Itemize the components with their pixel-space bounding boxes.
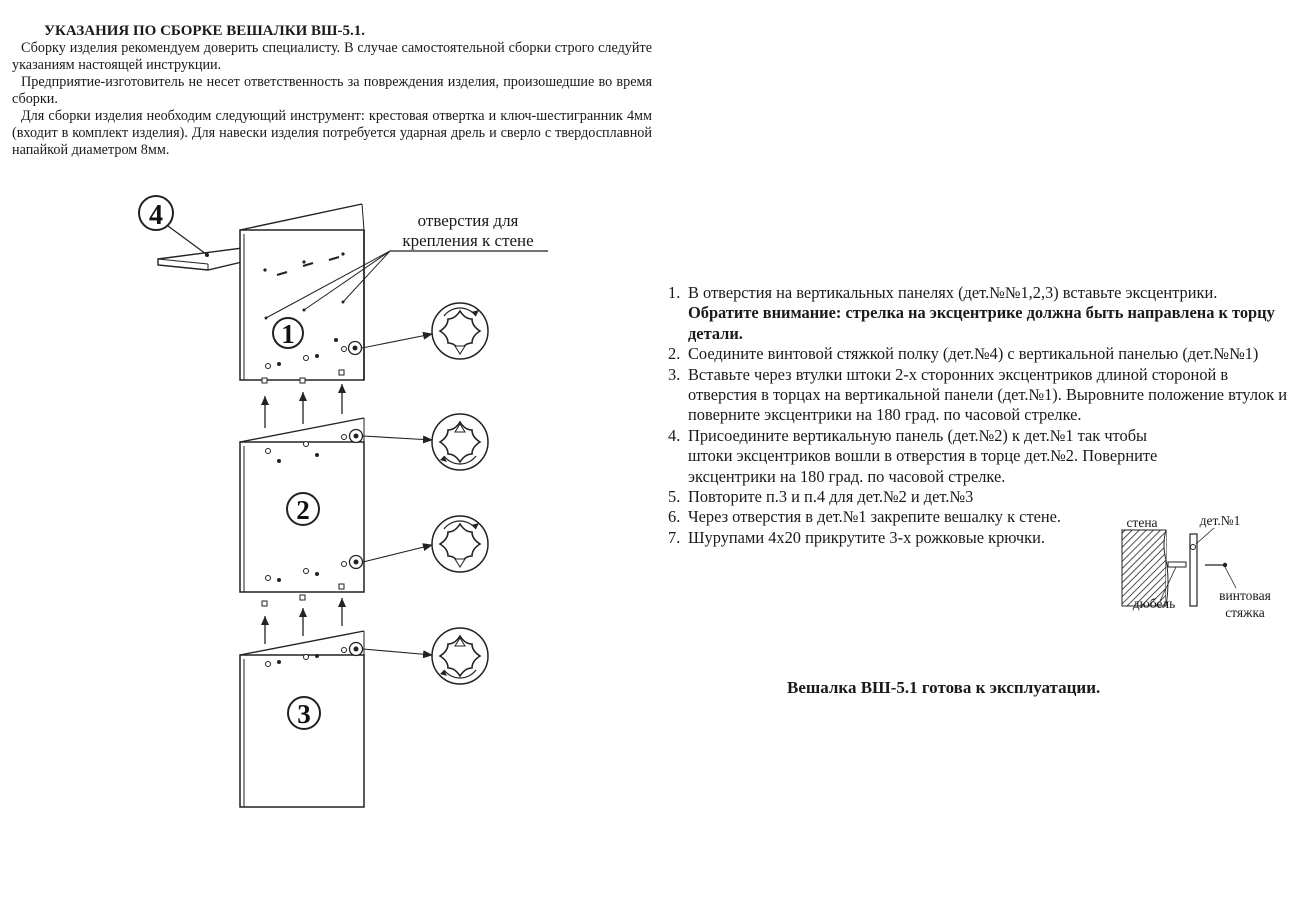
dowel-label: дюбель: [1133, 596, 1176, 611]
panel-part-2: 2: [239, 417, 365, 593]
final-note: Вешалка ВШ-5.1 готова к эксплуатации.: [787, 678, 1101, 697]
connectors-row-1: [261, 369, 346, 428]
cam-detail-4: [362, 627, 489, 685]
dowel: [1159, 561, 1187, 602]
part-number-1: 1: [281, 319, 295, 349]
step-item: 4.Присоедините вертикальную панель (дет.…: [668, 425, 1158, 486]
step-item: 7.Шурупами 4х20 прикрутите 3-х рожковые …: [668, 527, 1045, 547]
cam-detail-1: [361, 302, 489, 360]
screw: [1205, 562, 1237, 589]
part-number-2: 2: [296, 495, 310, 525]
panel-part-3: 3: [239, 630, 365, 808]
part-number-4: 4: [149, 200, 163, 231]
intro-section: УКАЗАНИЯ ПО СБОРКЕ ВЕШАЛКИ ВШ-5.1. Сборк…: [12, 22, 652, 159]
step-item: 1.В отверстия на вертикальных панелях (д…: [668, 283, 1275, 343]
panel-part-1: 1: [239, 203, 365, 381]
document-title: УКАЗАНИЯ ПО СБОРКЕ ВЕШАЛКИ ВШ-5.1.: [44, 23, 365, 39]
intro-paragraph: Для сборки изделия необходим следующий и…: [12, 108, 652, 158]
assembly-diagram: 4 1 отверстия для крепления к стене: [138, 195, 548, 808]
step-item: 5.Повторите п.3 и п.4 для дет.№2 и дет.№…: [668, 487, 974, 507]
assembly-steps: 1.В отверстия на вертикальных панелях (д…: [668, 283, 1288, 548]
cam-detail-2: [362, 413, 489, 471]
wall-holes-label-line2: крепления к стене: [402, 231, 533, 250]
wall-holes-callout: отверстия для крепления к стене: [265, 211, 548, 319]
cam-detail-3: [362, 515, 489, 573]
part-number-3: 3: [297, 699, 311, 729]
intro-paragraph: Сборку изделия рекомендуем доверить спец…: [12, 40, 652, 73]
screw-label-line1: винтовая: [1219, 588, 1271, 603]
intro-paragraph: Предприятие-изготовитель не несет ответс…: [12, 74, 652, 107]
screw-label-line2: стяжка: [1225, 605, 1265, 620]
part-4-callout: 4: [138, 195, 207, 255]
wall-holes-label-line1: отверстия для: [418, 211, 519, 230]
connectors-row-2: [261, 583, 346, 644]
step-item: 2.Соедините винтовой стяжкой полку (дет.…: [668, 344, 1259, 364]
step-item: 3.Вставьте через втулки штоки 2-х сторон…: [668, 364, 1288, 425]
shelf-part-4: [157, 247, 243, 271]
step-item: 6.Через отверстия в дет.№1 закрепите веш…: [668, 507, 1062, 527]
